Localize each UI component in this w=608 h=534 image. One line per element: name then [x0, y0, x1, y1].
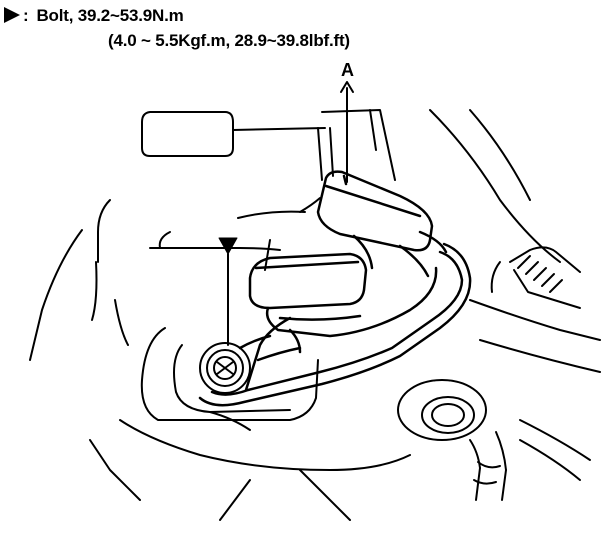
bolt-torque-text: Bolt, 39.2~53.9N.m: [36, 6, 184, 25]
torque-spec-line-2: (4.0 ~ 5.5Kgf.m, 28.9~39.8lbf.ft): [108, 31, 350, 50]
spec-colon: :: [23, 6, 29, 25]
component-a: [316, 170, 448, 278]
cable-grommet: [397, 379, 591, 501]
component-bracket: [198, 242, 472, 407]
bolt-marker: [218, 237, 238, 346]
torque-spec-block: : Bolt, 39.2~53.9N.m (4.0 ~ 5.5Kgf.m, 28.…: [4, 4, 604, 56]
callout-label-a: A: [341, 60, 354, 80]
callout-a-leader: [340, 81, 354, 183]
mounting-bolt: [199, 342, 251, 394]
floor-contour: [219, 299, 601, 521]
filled-triangle-pointer-icon: [4, 7, 20, 23]
lower-cable-boot: [248, 252, 438, 354]
floor-recess: [89, 327, 411, 501]
body-panel-outline: [29, 109, 561, 361]
right-side-lever: [490, 246, 581, 309]
torque-spec-line-1: : Bolt, 39.2~53.9N.m: [4, 6, 184, 26]
